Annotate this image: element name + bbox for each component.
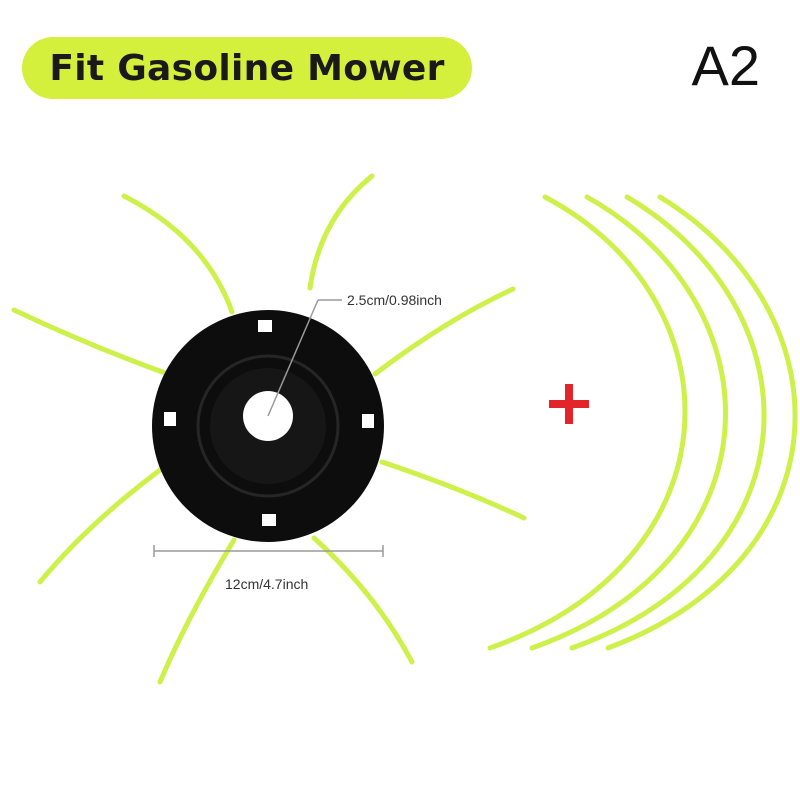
- spare-line: [605, 194, 798, 651]
- line-slot: [262, 514, 276, 526]
- trimmer-line: [311, 535, 415, 665]
- line-slot: [258, 320, 272, 332]
- spare-line: [529, 194, 729, 651]
- trimmer-line: [11, 307, 171, 377]
- line-slot: [362, 414, 374, 428]
- trimmer-line: [157, 537, 237, 685]
- trimmer-line: [372, 286, 516, 377]
- trimmer-line: [307, 173, 375, 291]
- spare-line: [569, 194, 767, 651]
- trimmer-head-rim: [196, 354, 340, 498]
- outer-diameter-label: 12cm/4.7inch: [225, 576, 308, 592]
- trimmer-line: [379, 459, 527, 521]
- banner-title: Fit Gasoline Mower: [49, 47, 445, 89]
- product-banner: Fit Gasoline Mower: [22, 37, 472, 99]
- variant-label: A2: [691, 34, 761, 97]
- trimmer-lines: [11, 173, 527, 685]
- line-slot: [164, 412, 176, 426]
- trimmer-head: [152, 310, 384, 542]
- spare-trimmer-lines: [487, 194, 798, 651]
- inner-hole-dimension: 2.5cm/0.98inch: [267, 292, 442, 417]
- inner-hole-label: 2.5cm/0.98inch: [347, 292, 442, 308]
- trimmer-line: [121, 193, 235, 315]
- spare-line: [487, 194, 688, 651]
- outer-diameter-dimension: 12cm/4.7inch: [153, 545, 384, 592]
- trimmer-line: [37, 467, 163, 585]
- plus-icon: [549, 384, 589, 424]
